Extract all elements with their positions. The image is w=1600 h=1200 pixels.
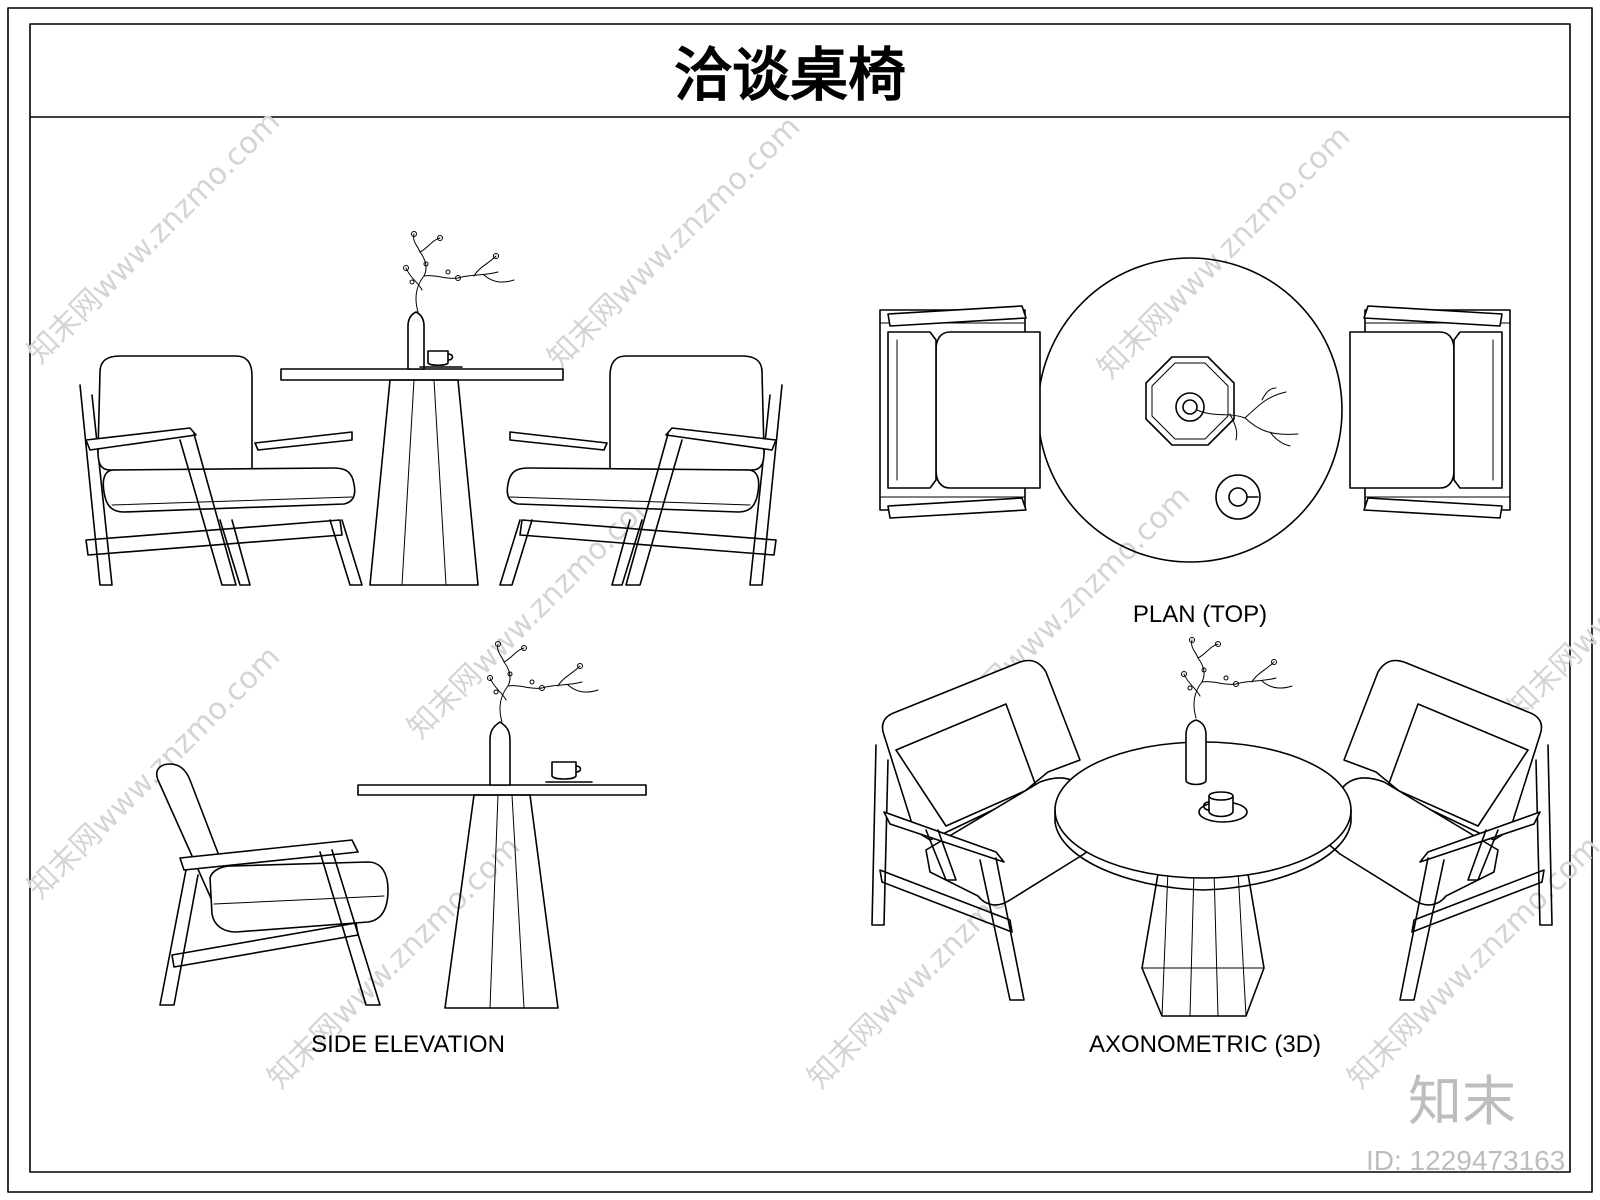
watermark-text: 知末网www.znzmo.com xyxy=(21,104,287,370)
chair-side xyxy=(155,763,389,1006)
drawing-frame xyxy=(7,7,1593,1193)
plan-label: PLAN (TOP) xyxy=(1133,601,1267,628)
watermark-text: 知末网www.znzmo.com xyxy=(541,109,807,375)
front-elevation xyxy=(79,231,783,586)
chair-front-left xyxy=(79,355,363,586)
chair-axon-right xyxy=(1311,659,1553,1001)
watermark-layer: 知末网www.znzmo.com 知末网www.znzmo.com 知末网www… xyxy=(21,104,1600,1176)
table-axon xyxy=(1054,637,1352,1017)
chair-plan-left xyxy=(879,305,1041,519)
plan-view: PLAN (TOP) xyxy=(879,257,1511,628)
axonometric-label: AXONOMETRIC (3D) xyxy=(1089,1031,1321,1058)
watermark-text: 知末网www.znzmo.com xyxy=(1501,459,1600,725)
watermark-id: ID: 1229473163 xyxy=(1366,1145,1565,1176)
chair-front-right xyxy=(499,355,783,586)
side-elevation-label: SIDE ELEVATION xyxy=(311,1031,505,1058)
drawing-title: 洽谈桌椅 xyxy=(674,41,906,109)
side-elevation: SIDE ELEVATION xyxy=(155,641,647,1058)
watermark-brand: 知末 xyxy=(1408,1070,1516,1133)
axonometric-view: AXONOMETRIC (3D) xyxy=(871,637,1553,1058)
watermark-text: 知末网www.znzmo.com xyxy=(401,479,667,745)
watermark-text: 知末网www.znzmo.com xyxy=(1091,119,1357,385)
table-side xyxy=(357,641,647,1009)
table-front xyxy=(280,231,564,586)
chair-plan-right xyxy=(1349,305,1511,519)
